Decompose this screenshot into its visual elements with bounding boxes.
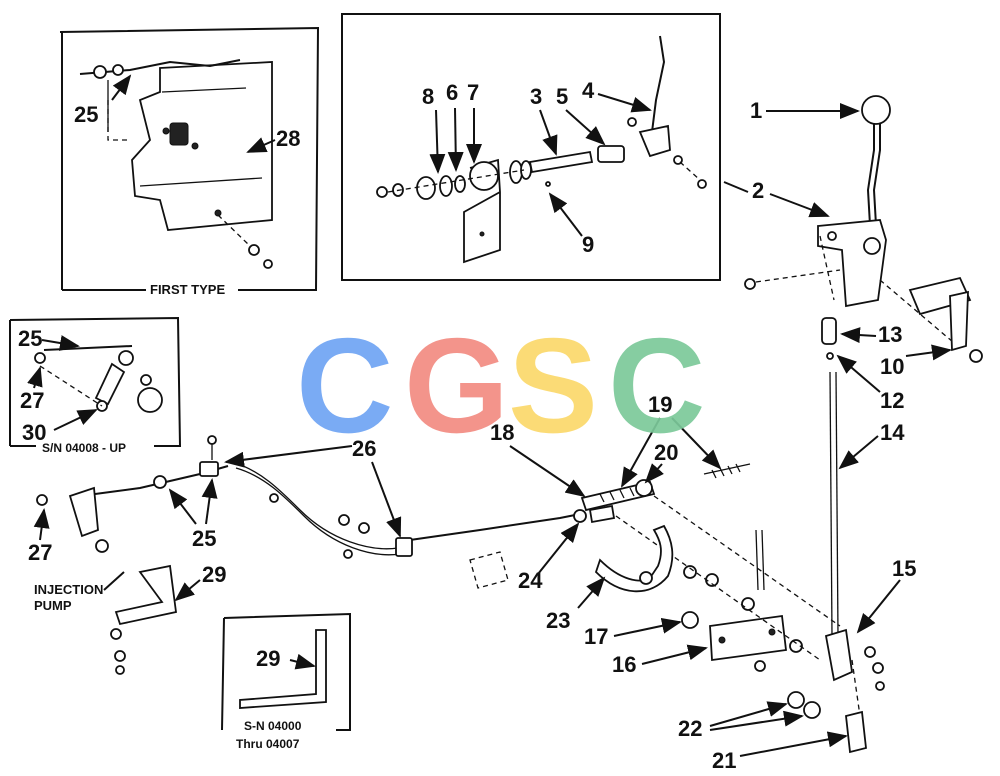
callout-4: 4: [582, 78, 595, 103]
callout-2: 2: [752, 178, 764, 203]
inset-linkage-assembly: 8 6 7 3 5 4 9: [341, 13, 721, 281]
callout-29-inset: 29: [256, 646, 280, 671]
caption-sn-up: S/N 04008 - UP: [42, 441, 126, 455]
callout-20: 20: [654, 440, 678, 465]
bracket: [463, 158, 501, 264]
callout-25-sn-up: 25: [18, 326, 42, 351]
lever-knob: [861, 95, 891, 125]
caption-first-type: FIRST TYPE: [150, 282, 225, 297]
lever-bracket: [817, 219, 887, 308]
callout-30: 30: [22, 420, 46, 445]
throttle-lever-assembly: 1 2 13 10 12 14 15 21: [712, 95, 983, 773]
callout-12: 12: [880, 388, 904, 413]
callout-22: 22: [678, 716, 702, 741]
callout-15: 15: [892, 556, 916, 581]
inset-first-type: FIRST TYPE 25 28: [59, 26, 320, 297]
callout-23: 23: [546, 608, 570, 633]
inset-sn-range: 29 S-N 04000 Thru 04007: [221, 612, 351, 751]
callout-25: 25: [192, 526, 216, 551]
inset-sn-up: S/N 04008 - UP 25 27 30: [9, 316, 182, 455]
callout-14: 14: [880, 420, 905, 445]
friction-assembly: 18 19 20 24 23 17 16 22: [469, 392, 841, 741]
shroud-plate: [131, 61, 273, 231]
callout-8: 8: [422, 84, 434, 109]
callout-9: 9: [582, 232, 594, 257]
callout-28: 28: [276, 126, 300, 151]
callout-1: 1: [750, 98, 762, 123]
watermark-letter-2: G: [404, 310, 509, 461]
callout-6: 6: [446, 80, 458, 105]
callout-18: 18: [490, 420, 514, 445]
cable-assembly: INJECTION PUMP 27 25 26 29: [28, 435, 581, 675]
callout-17: 17: [584, 624, 608, 649]
callout-27: 27: [28, 540, 52, 565]
caption-sn-range-2: Thru 04007: [236, 737, 300, 751]
callout-5: 5: [556, 84, 568, 109]
watermark-letter-4: C: [608, 310, 706, 461]
callout-3: 3: [530, 84, 542, 109]
callout-25-first-type: 25: [74, 102, 98, 127]
watermark: C G S C: [296, 310, 706, 461]
callout-26: 26: [352, 436, 376, 461]
watermark-letter-1: C: [296, 310, 394, 461]
callout-16: 16: [612, 652, 636, 677]
shroud-cutout: [169, 122, 189, 146]
callout-21: 21: [712, 748, 736, 773]
plate: [709, 614, 787, 662]
caption-sn-range-1: S-N 04000: [244, 719, 302, 733]
callout-13: 13: [878, 322, 902, 347]
callout-7: 7: [467, 80, 479, 105]
watermark-letter-3: S: [508, 310, 598, 461]
callout-29: 29: [202, 562, 226, 587]
callout-27-sn-up: 27: [20, 388, 44, 413]
nut: [248, 244, 260, 256]
callout-10: 10: [880, 354, 904, 379]
caption-pump: PUMP: [34, 598, 72, 613]
caption-injection: INJECTION: [34, 582, 103, 597]
callout-19: 19: [648, 392, 672, 417]
